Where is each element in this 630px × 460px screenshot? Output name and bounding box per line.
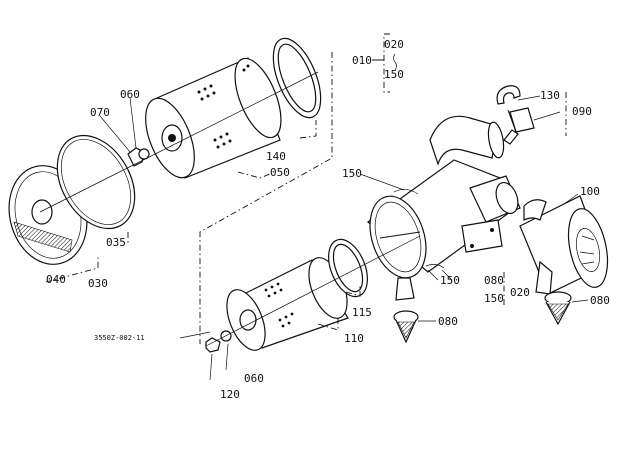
label-150c: 150	[440, 274, 460, 287]
label-140: 140	[266, 150, 286, 163]
label-150d: 150	[484, 292, 504, 305]
label-050: 050	[270, 166, 290, 179]
wing-nut-070	[127, 147, 150, 167]
label-120: 120	[220, 388, 240, 401]
vacuum-indicator-090	[496, 85, 535, 145]
nut-120	[205, 330, 232, 353]
label-070: 070	[90, 106, 110, 119]
evacuator-valve-080a	[393, 310, 419, 344]
label-020: 020	[384, 38, 404, 51]
air-cleaner-housing	[367, 115, 521, 301]
label-100: 100	[580, 185, 600, 198]
label-090: 090	[572, 105, 592, 118]
label-080c: 080	[438, 315, 458, 328]
label-150: 150	[384, 68, 404, 81]
label-020b: 020	[510, 286, 530, 299]
label-030: 030	[88, 277, 108, 290]
drawing-code: 3550Z-002-11	[94, 334, 145, 342]
label-115: 115	[352, 306, 372, 319]
gasket-ring-140	[272, 37, 322, 119]
label-080: 080	[484, 274, 504, 287]
outer-element-050	[145, 57, 282, 179]
label-035: 035	[106, 236, 126, 249]
label-040: 040	[46, 273, 66, 286]
label-150b: 150	[342, 167, 362, 180]
label-080b: 080	[590, 294, 610, 307]
label-060b: 060	[244, 372, 264, 385]
pre-cleaner-100	[519, 195, 609, 295]
label-060: 060	[120, 88, 140, 101]
label-130: 130	[540, 89, 560, 102]
evacuator-valve-080b	[544, 291, 572, 326]
label-110: 110	[344, 332, 364, 345]
label-010: 010	[352, 54, 372, 67]
leader-lines	[99, 59, 589, 381]
